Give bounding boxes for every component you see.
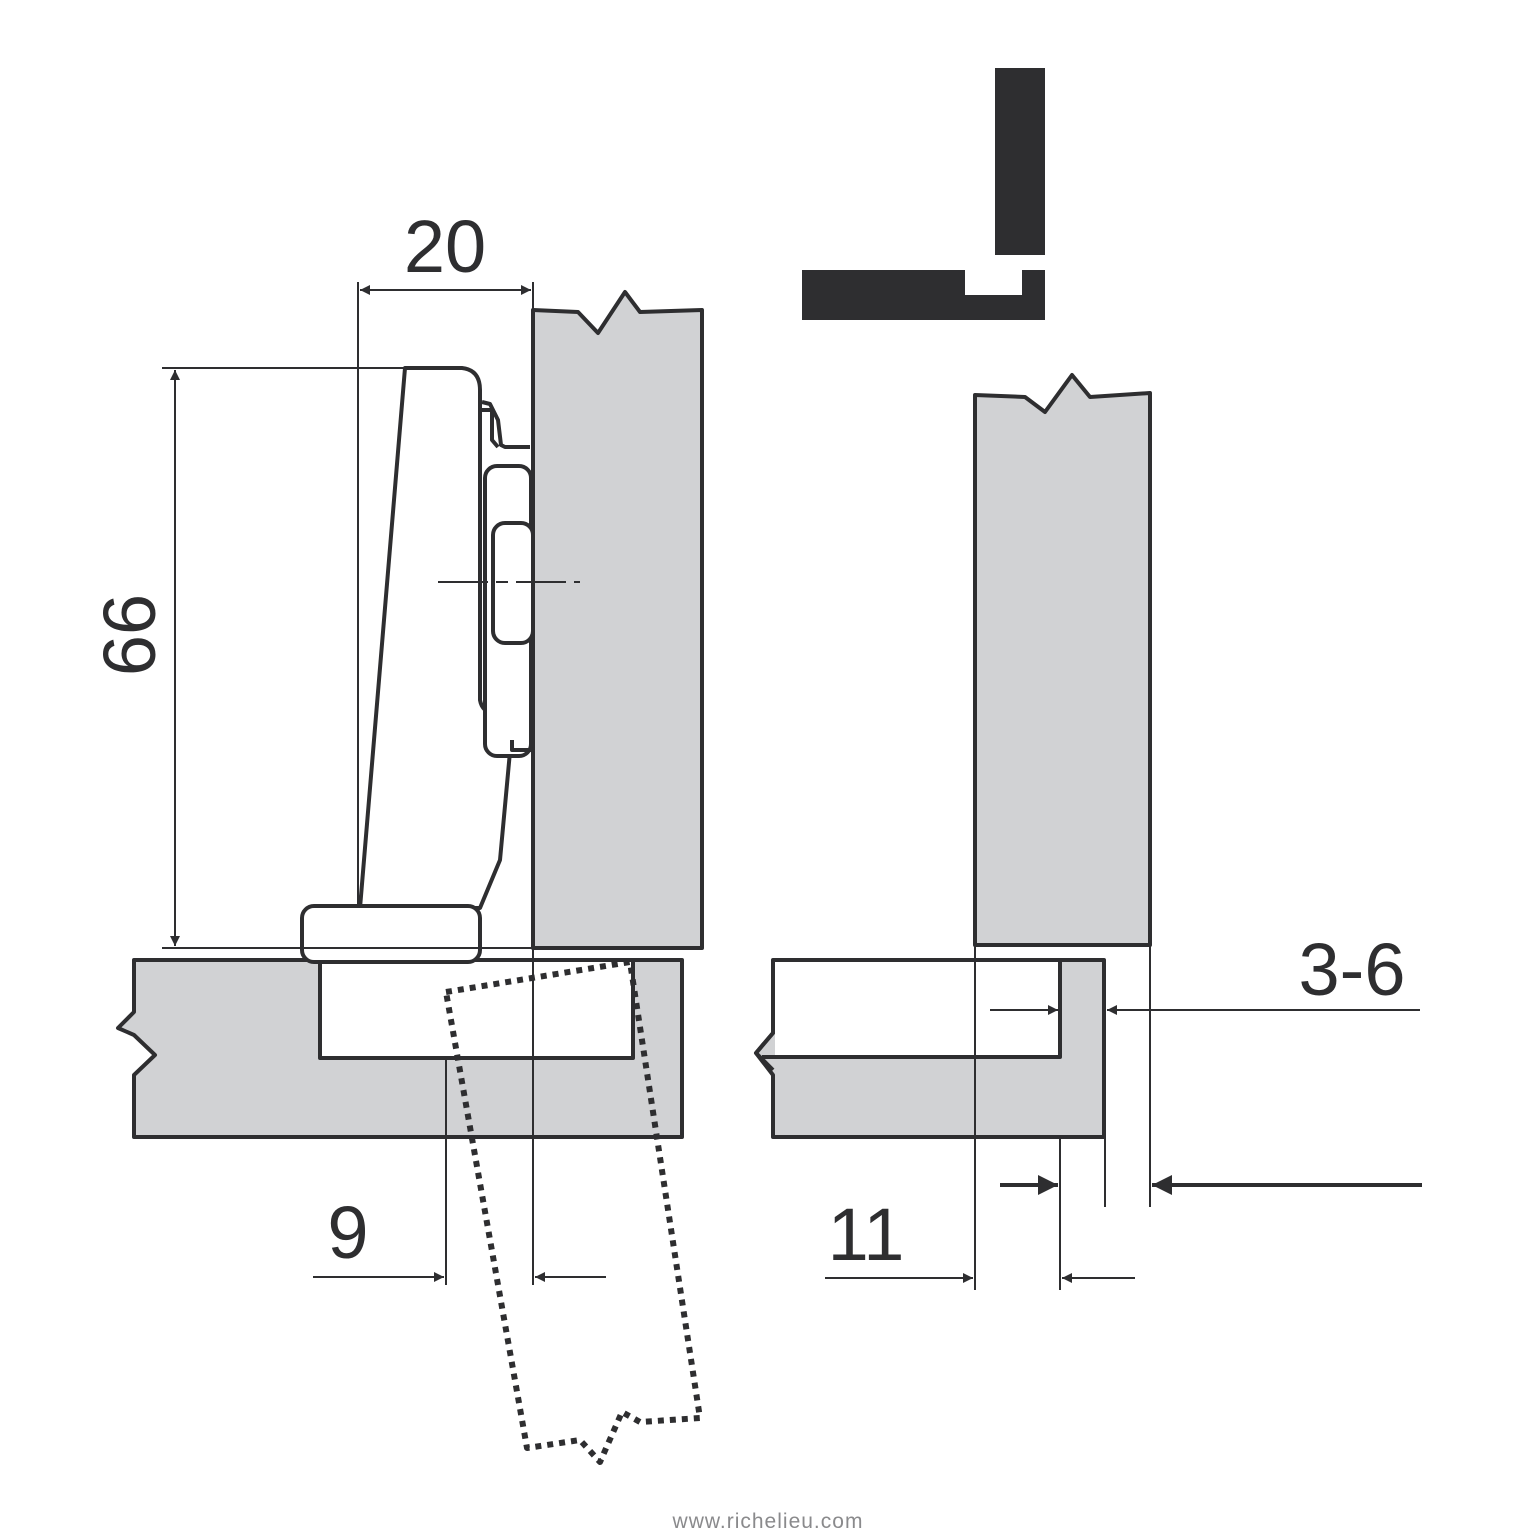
dimension-11-label: 11	[828, 1193, 905, 1276]
dimension-9-label: 9	[327, 1191, 368, 1274]
cabinet-side-panel-right	[973, 373, 1152, 947]
dimension-66-label: 66	[88, 594, 171, 676]
right-view	[754, 373, 1152, 1139]
cup-bore	[318, 958, 635, 1060]
right-dimensions	[825, 945, 1422, 1290]
overlay-type-icon	[802, 68, 1045, 320]
left-dimensions	[162, 282, 606, 1285]
hinge-cup	[300, 904, 482, 964]
dimension-3-6-label: 3-6	[1299, 928, 1406, 1011]
cabinet-side-panel	[531, 290, 704, 950]
left-view	[116, 290, 704, 1465]
door-open-position	[443, 959, 703, 1465]
dimension-20-label: 20	[404, 205, 486, 288]
watermark: www.richelieu.com	[672, 1510, 864, 1533]
